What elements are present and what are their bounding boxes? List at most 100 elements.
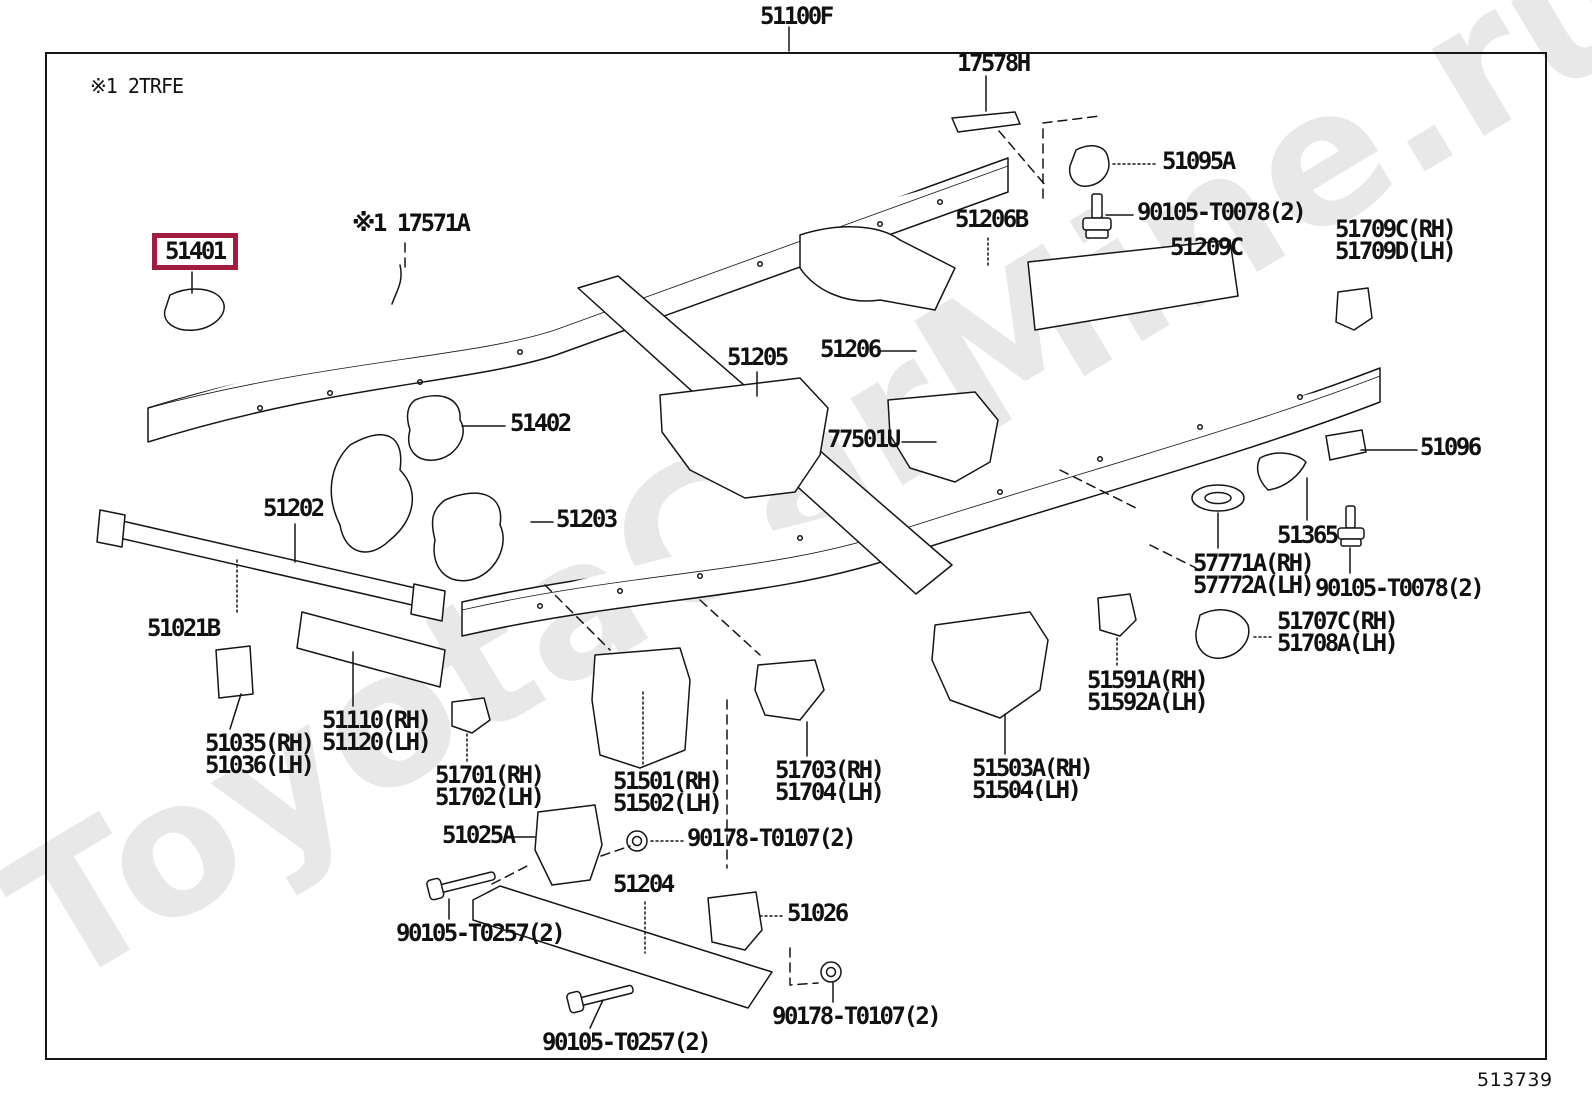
part-label-90105-T0257-bottom-text: 90105-T0257(2) xyxy=(542,1028,712,1056)
part-label-51096[interactable]: 51096 xyxy=(1420,435,1482,459)
part-label-51707C-51708A-text: 51707C(RH) xyxy=(1277,607,1399,635)
part-label-51209C-text: 51209C xyxy=(1170,233,1244,261)
part-label-51035-51036[interactable]: 51035(RH)51036(LH) xyxy=(205,729,315,779)
part-label-90105-T0257-left[interactable]: 90105-T0257(2) xyxy=(396,919,566,947)
part-51703-shape xyxy=(754,659,825,721)
part-51021B-end-right xyxy=(410,583,446,622)
part-label-51401-text: 51401 xyxy=(165,237,227,265)
part-label-51709C-51709D[interactable]: 51709C(RH)51709D(LH) xyxy=(1335,217,1457,265)
part-label-51110-51120-text: 51120(LH) xyxy=(322,728,432,756)
part-51205-shape xyxy=(659,377,829,499)
part-label-51095A[interactable]: 51095A xyxy=(1162,149,1236,173)
note-2trfe: ※1 2TRFE xyxy=(90,74,184,98)
part-label-51202[interactable]: 51202 xyxy=(263,496,325,520)
part-label-90105-T0078-top[interactable]: 90105-T0078(2) xyxy=(1137,200,1307,224)
part-label-51110-51120-text: 51110(RH) xyxy=(322,706,432,734)
part-label-51204-text: 51204 xyxy=(613,870,675,898)
part-51204-shape xyxy=(472,885,773,1009)
part-label-51402-text: 51402 xyxy=(510,409,572,437)
part-label-51365[interactable]: 51365 xyxy=(1277,521,1339,549)
part-label-90105-T0257-bottom[interactable]: 90105-T0257(2) xyxy=(542,1028,712,1056)
part-label-51100F-text: 51100F xyxy=(760,2,834,30)
part-label-57771A-57772A-text: 57772A(LH) xyxy=(1193,571,1315,599)
part-label-51205[interactable]: 51205 xyxy=(727,343,789,371)
part-label-17571A[interactable]: ※1 17571A xyxy=(352,209,471,237)
part-label-51026[interactable]: 51026 xyxy=(787,901,849,925)
part-label-51206-text: 51206 xyxy=(820,335,882,363)
part-label-90178-T0107-mid-text: 90178-T0107(2) xyxy=(687,824,857,852)
part-label-51203[interactable]: 51203 xyxy=(556,507,618,531)
bolt-90105-T0078-top xyxy=(1082,193,1112,239)
part-label-90105-T0078-right[interactable]: 90105-T0078(2) xyxy=(1315,576,1485,600)
figure-number-text: 513739 xyxy=(1477,1069,1553,1091)
part-label-51035-51036-text: 51035(RH) xyxy=(205,729,315,757)
part-label-90178-T0107-mid[interactable]: 90178-T0107(2) xyxy=(687,824,857,852)
part-51035-shape xyxy=(215,645,254,699)
part-label-51707C-51708A[interactable]: 51707C(RH)51708A(LH) xyxy=(1277,607,1399,657)
part-57771A-grommet-inner xyxy=(1204,491,1232,505)
lower-frame-rail xyxy=(461,367,1381,637)
part-label-51365-text: 51365 xyxy=(1277,521,1339,549)
part-label-77501U[interactable]: 77501U xyxy=(827,427,901,451)
part-label-51035-51036-text: 51036(LH) xyxy=(205,751,315,779)
part-label-51205-text: 51205 xyxy=(727,343,789,371)
part-label-51503A-51504-text: 51503A(RH) xyxy=(972,754,1094,782)
note-2trfe-text: ※1 2TRFE xyxy=(90,74,184,98)
part-51209C-shape xyxy=(1027,239,1239,331)
part-51202-shape xyxy=(330,434,414,553)
upper-frame-rail xyxy=(147,157,1009,443)
part-label-51503A-51504-text: 51504(LH) xyxy=(972,776,1082,804)
part-label-51209C[interactable]: 51209C xyxy=(1170,233,1244,261)
figure-number: 513739 xyxy=(1477,1069,1553,1091)
part-label-51401[interactable]: 51401 xyxy=(152,233,238,270)
part-label-17578H-text: 17578H xyxy=(957,49,1031,77)
grommet-90178-mid-inner xyxy=(631,835,643,847)
part-17578H-shape xyxy=(951,111,1021,133)
part-51025A-shape xyxy=(534,804,603,886)
part-label-51501-51502[interactable]: 51501(RH)51502(LH) xyxy=(613,767,723,815)
part-label-90178-T0107-bottom[interactable]: 90178-T0107(2) xyxy=(772,1002,942,1030)
part-label-51100F[interactable]: 51100F xyxy=(760,2,834,30)
part-label-51709C-51709D-text: 51709D(LH) xyxy=(1335,237,1457,265)
part-label-90178-T0107-bottom-text: 90178-T0107(2) xyxy=(772,1002,942,1030)
part-label-51206[interactable]: 51206 xyxy=(820,335,882,363)
part-51701-shape xyxy=(451,697,491,734)
part-label-57771A-57772A[interactable]: 57771A(RH)57772A(LH) xyxy=(1193,551,1315,599)
part-51096-shape xyxy=(1325,429,1367,461)
bolt-90105-T0257-bottom xyxy=(566,984,634,1014)
part-label-51025A[interactable]: 51025A xyxy=(442,821,516,849)
part-51365-shape xyxy=(1256,452,1307,491)
part-label-51591A-51592A[interactable]: 51591A(RH)51592A(LH) xyxy=(1087,668,1209,714)
part-label-90105-T0257-left-text: 90105-T0257(2) xyxy=(396,919,566,947)
part-51203-shape xyxy=(431,492,504,582)
bolt-90105-T0257-left xyxy=(426,871,496,901)
part-51026-shape xyxy=(707,891,763,951)
part-label-51402[interactable]: 51402 xyxy=(510,409,572,437)
part-label-51206B-text: 51206B xyxy=(955,205,1029,233)
part-51591A-shape xyxy=(1097,593,1137,637)
part-51707C-shape xyxy=(1195,609,1250,659)
part-label-51701-51702[interactable]: 51701(RH)51702(LH) xyxy=(435,763,545,809)
part-label-51110-51120[interactable]: 51110(RH)51120(LH) xyxy=(322,706,432,756)
part-51709-shape xyxy=(1335,287,1373,331)
bolt-90105-T0078-right xyxy=(1337,505,1365,547)
part-label-51503A-51504[interactable]: 51503A(RH)51504(LH) xyxy=(972,754,1094,804)
diagram-border xyxy=(45,52,1547,1060)
part-label-17571A-text: ※1 17571A xyxy=(352,209,471,237)
part-label-51703-51704[interactable]: 51703(RH)51704(LH) xyxy=(775,756,885,804)
part-label-51501-51502-text: 51501(RH) xyxy=(613,767,723,795)
part-label-51707C-51708A-text: 51708A(LH) xyxy=(1277,629,1399,657)
part-51401-shape xyxy=(163,288,225,331)
part-label-51703-51704-text: 51703(RH) xyxy=(775,756,885,784)
part-label-51021B[interactable]: 51021B xyxy=(147,616,221,640)
part-label-51204[interactable]: 51204 xyxy=(613,870,675,898)
part-label-17578H[interactable]: 17578H xyxy=(957,49,1031,77)
part-51503A-shape xyxy=(931,611,1049,719)
part-51110-shape xyxy=(296,611,446,688)
part-label-51025A-text: 51025A xyxy=(442,821,516,849)
part-51501-shape xyxy=(591,647,691,769)
part-label-51206B[interactable]: 51206B xyxy=(955,205,1029,233)
